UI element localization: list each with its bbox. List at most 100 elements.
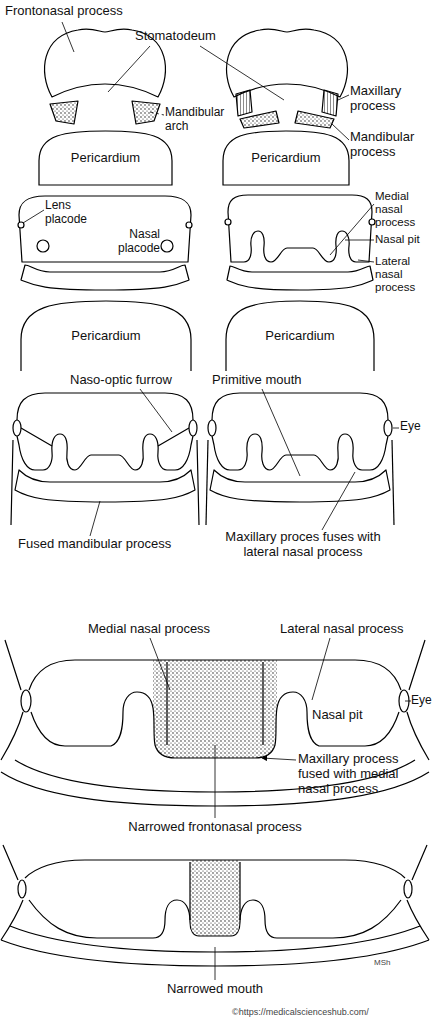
part-label: Fused mandibular process (18, 537, 203, 552)
eye-shape (189, 420, 197, 436)
mandibular-process-shape (295, 111, 334, 128)
leader-line (338, 95, 349, 100)
part-label: Mandibular process (350, 130, 434, 160)
face-outline-half (105, 434, 193, 470)
leader-line (215, 947, 216, 980)
upper-lip-half (31, 692, 215, 758)
leader-line (150, 638, 170, 690)
mandible-half (210, 470, 300, 502)
part-label: Narrowed mouth (140, 982, 290, 997)
leader-line (262, 389, 300, 476)
head-outline-half (105, 196, 191, 262)
panel-two (18, 195, 375, 290)
upper-lip-half (215, 692, 399, 758)
part-label: Maxillary proces fuses with lateral nasa… (222, 530, 384, 560)
part-label: Maxillary process (350, 84, 432, 114)
leader-line (140, 389, 172, 432)
pericardium-shape: Pericardium (38, 130, 173, 186)
part-label: Nasal placode (110, 228, 160, 256)
mandible-half (1, 760, 215, 806)
process-boundary (1, 845, 190, 940)
lens-placode (186, 222, 192, 228)
face-outline-half (300, 434, 388, 470)
head-outline (19, 196, 191, 290)
mandibular-process-shape (240, 111, 279, 128)
part-label: Eye (411, 694, 435, 708)
eye-shape (18, 880, 26, 898)
face-outline-half (212, 434, 300, 470)
frontonasal-stipple (153, 660, 277, 758)
frontonasal-stipple (190, 860, 240, 936)
nasal-placode (37, 240, 49, 252)
part-label: Stomatodeum (135, 29, 227, 44)
eye-shape (21, 690, 31, 712)
part-label: Medial nasal process (88, 622, 238, 637)
leader-line (90, 501, 100, 536)
eye-shape (13, 420, 21, 436)
eye-shape (384, 420, 392, 436)
leader-line (215, 745, 216, 818)
upper-lip-half (29, 900, 215, 938)
pericardium-outline-path (21, 301, 191, 371)
part-label: Medial nasal process (375, 190, 435, 230)
part-label: Lateral nasal process (375, 255, 435, 295)
part-label: Mandibular arch (165, 106, 229, 134)
pericardium-shape: Pericardium (20, 300, 192, 372)
mandibular-bar-half (227, 266, 300, 290)
nasal-placode (161, 240, 173, 252)
head-outline-half (19, 196, 105, 262)
node-label: Pericardium (71, 151, 140, 166)
part-label: Lens placode (45, 199, 103, 227)
face-top-half (212, 393, 300, 420)
node-label: Pericardium (265, 329, 334, 344)
eye-shape (208, 420, 216, 436)
face-side-line (392, 440, 394, 525)
mandible-half (300, 470, 390, 502)
leader-arrow (262, 758, 296, 760)
node-label: Pericardium (251, 151, 320, 166)
leader-line (358, 260, 374, 262)
mandible-half (105, 470, 195, 502)
face-top-half (25, 860, 215, 878)
leader-line (405, 701, 411, 702)
leader-line (330, 204, 374, 255)
part-label: Nasal pit (312, 708, 382, 723)
mandibular-bar-half (21, 265, 105, 290)
leader-line (393, 428, 399, 429)
face-top-half (17, 393, 105, 420)
part-label: Lateral nasal process (280, 622, 430, 637)
mandibular-arch-shape (50, 101, 78, 124)
face-top-half (105, 393, 193, 420)
node-label: Pericardium (71, 329, 140, 344)
leader-line (200, 46, 284, 100)
credit-text: ©https://medicalscienceshub.com/ (232, 1007, 435, 1017)
part-label: Maxillary process fused with medial nasa… (298, 752, 433, 797)
face-outline (11, 393, 199, 525)
leader-line (62, 22, 74, 52)
head-outline-half (300, 195, 372, 262)
pericardium-shape: Pericardium (225, 300, 375, 372)
pericardium-outline-path (226, 301, 374, 371)
leader-lines (23, 22, 411, 980)
maxillary-process-shape (322, 90, 338, 116)
lens-placode (225, 219, 231, 225)
mandible-half (215, 926, 429, 966)
leader-line (150, 112, 164, 115)
process-boundary (240, 845, 429, 940)
face-top-half (29, 660, 215, 690)
mandibular-arch-shape (132, 101, 160, 124)
head-outline-half (228, 195, 300, 262)
face-top-half (215, 860, 405, 878)
pericardium-outline-path (223, 131, 349, 185)
pericardium-shape: Pericardium (222, 130, 350, 186)
face-side-line (206, 440, 208, 525)
leader-line (345, 240, 374, 241)
part-label: Eye (400, 420, 434, 434)
head-outline (227, 195, 373, 290)
process-boundary (263, 640, 429, 760)
part-label: Narrowed frontonasal process (100, 820, 330, 835)
mandible-half (15, 470, 105, 502)
pericardium-outline-path (39, 131, 172, 185)
